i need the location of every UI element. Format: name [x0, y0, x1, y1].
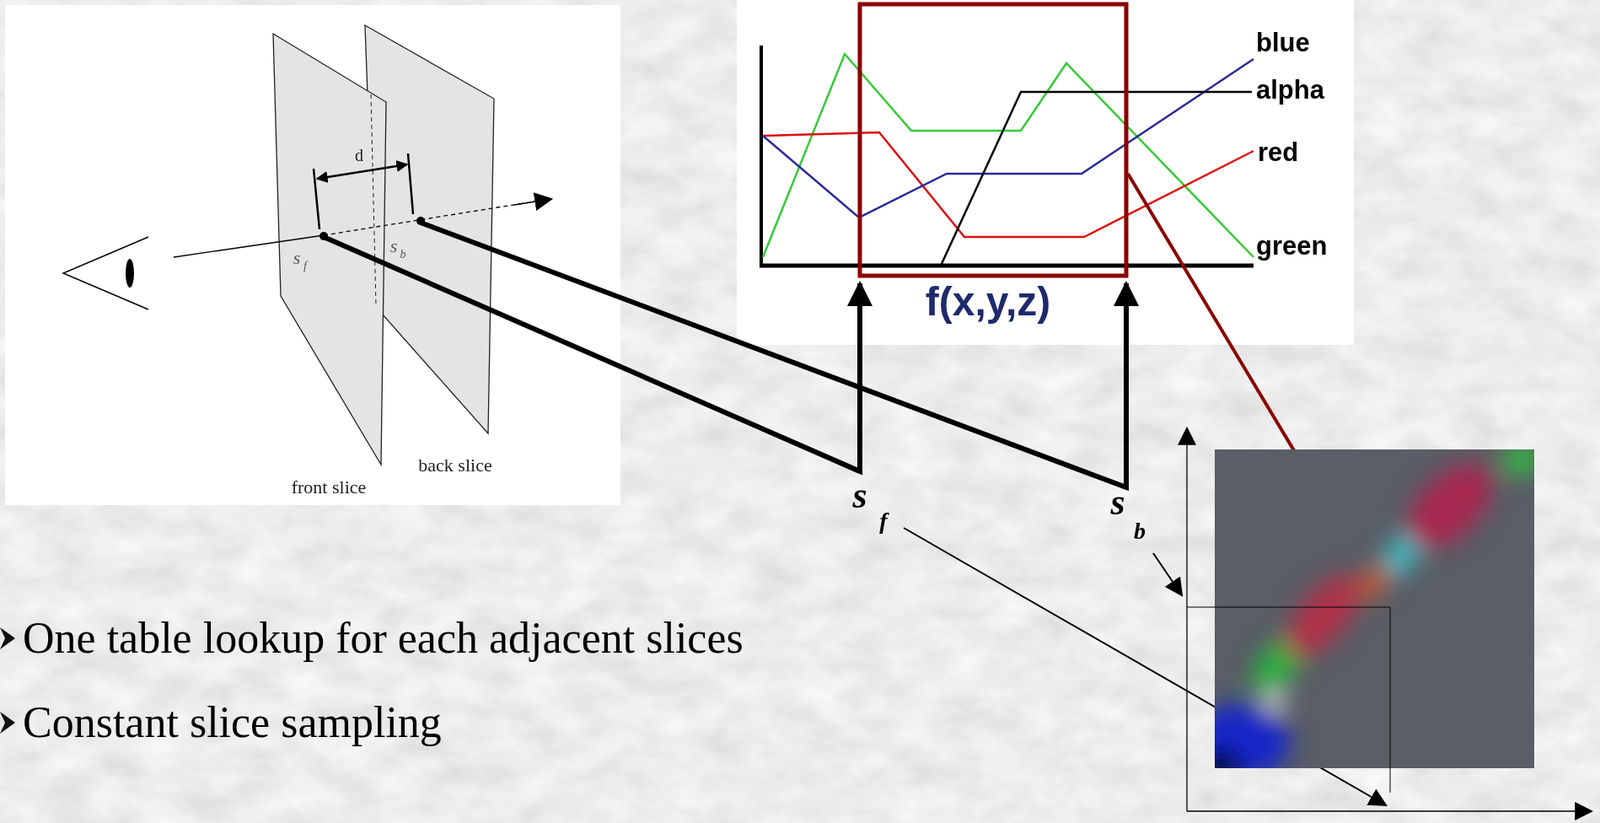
sample-label: s [1110, 482, 1125, 523]
lookup-window [859, 4, 1127, 276]
crosshair [1390, 606, 1391, 793]
curve-label: blue [1256, 28, 1311, 58]
sample-label: s [390, 236, 398, 257]
eye [63, 236, 149, 310]
curve-label: red [1257, 138, 1299, 167]
chart-axis [759, 45, 763, 268]
alpha-curve [940, 91, 1252, 266]
view-ray [323, 200, 540, 236]
bullet-text: Constant slice sampling [22, 697, 442, 747]
back-lookup-arrow [420, 222, 1127, 488]
red-curve [762, 132, 1254, 237]
function-label: f(x,y,z) [925, 279, 1051, 325]
chart-panel [736, 0, 1354, 345]
slice-label: front slice [291, 477, 367, 498]
table-axis [1186, 810, 1592, 811]
sample-label: s [293, 247, 301, 269]
sample-subscript: f [303, 259, 307, 273]
figure-panel [5, 5, 621, 505]
dimension-arrow [316, 164, 408, 179]
curve-label: green [1256, 231, 1327, 261]
table-axis [1186, 428, 1187, 811]
sample-subscript: b [1133, 518, 1146, 545]
sb-axis-arrow [1153, 553, 1182, 596]
view-ray-head [514, 198, 552, 205]
blue-curve [762, 59, 1254, 218]
bullet-marker [0, 711, 16, 734]
lookup-texture [1214, 449, 1535, 768]
sample-label: s [852, 475, 867, 516]
view-ray [173, 235, 324, 258]
crosshair [1186, 606, 1391, 608]
front-slice [273, 33, 387, 465]
hidden-edge [370, 94, 376, 306]
pupil [125, 258, 135, 288]
sample-subscript: b [400, 247, 407, 261]
front-lookup-arrow [323, 236, 860, 472]
slice-label: back slice [418, 455, 492, 476]
dimension-tick [408, 153, 414, 215]
green-curve [762, 53, 1254, 258]
sample-subscript: f [879, 508, 887, 535]
bullet-text: One table lookup for each adjacent slice… [22, 613, 744, 662]
dimension-label: d [354, 145, 364, 165]
chart-axis [759, 263, 1254, 269]
bullet-marker [0, 627, 16, 650]
curve-label: alpha [1256, 75, 1325, 105]
